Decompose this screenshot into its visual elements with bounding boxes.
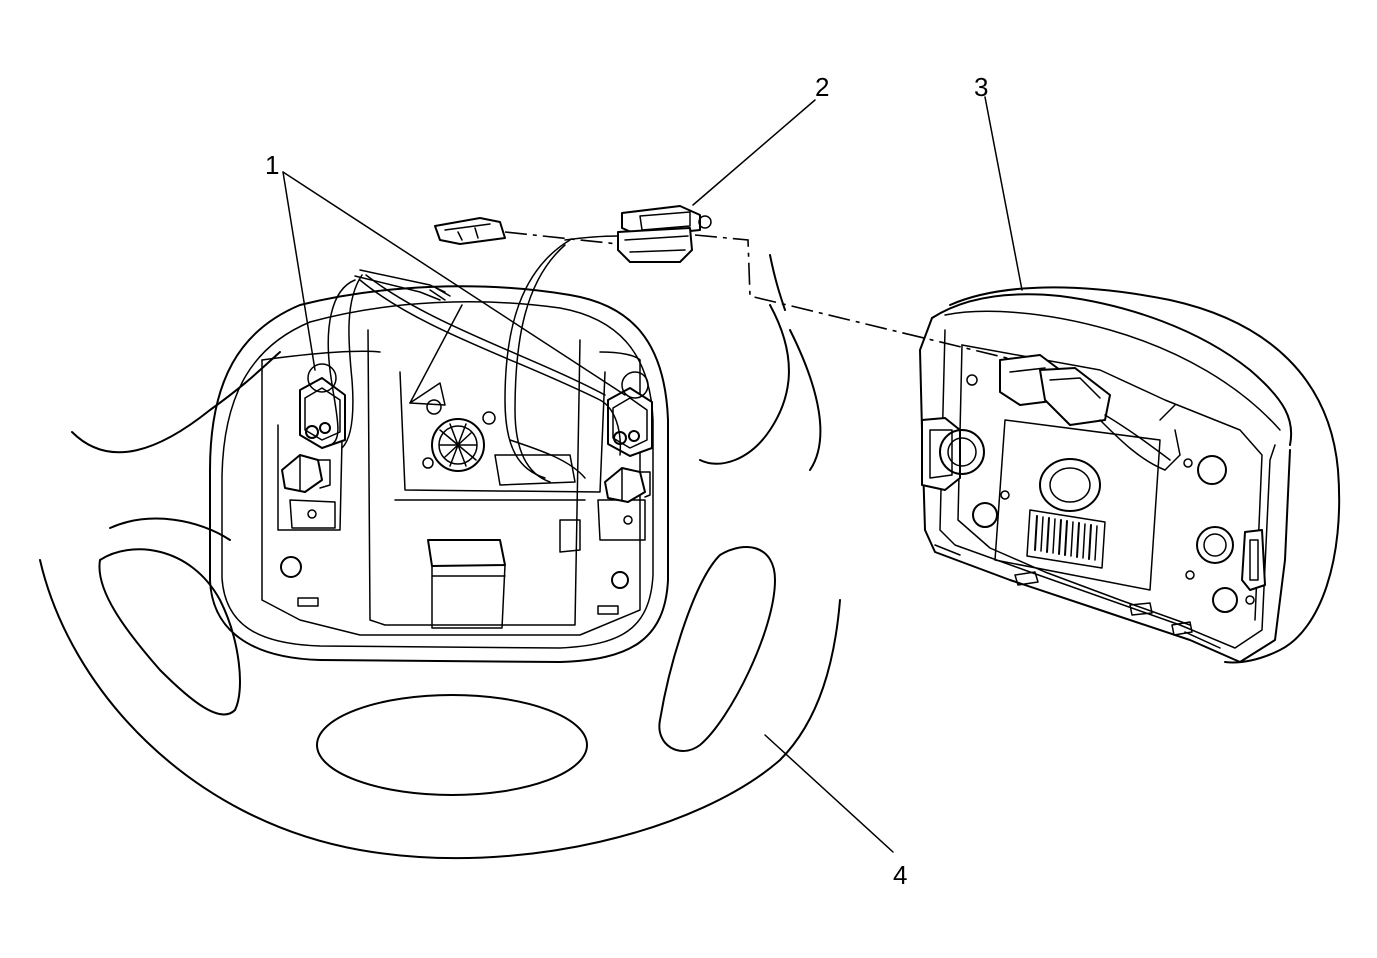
callout-labels: 1 2 3 4 [265, 72, 988, 890]
connector-2 [434, 205, 712, 263]
barcode-stripes [1034, 515, 1098, 561]
callout-2: 2 [815, 72, 829, 102]
leader-lines [282, 96, 1023, 853]
callout-1: 1 [265, 150, 279, 180]
airbag-module [694, 234, 1341, 664]
nut-splines [439, 423, 477, 467]
steering-wheel [39, 239, 841, 860]
callout-3: 3 [974, 72, 988, 102]
callout-4: 4 [893, 860, 907, 890]
